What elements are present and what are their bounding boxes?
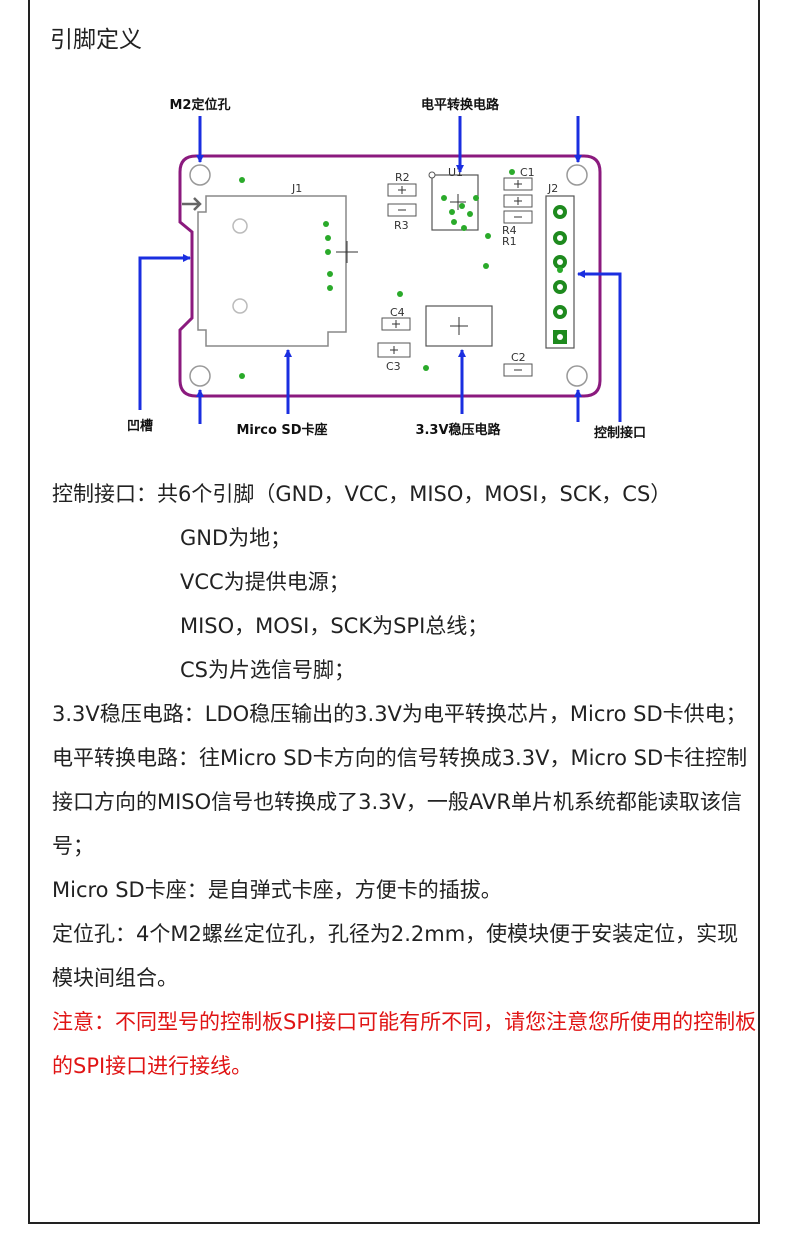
silk-r2: R2 [395,171,410,184]
via [473,195,479,201]
via [461,225,467,231]
via [459,203,465,209]
via [449,209,455,215]
silk-c3: C3 [386,360,401,373]
holes-description: 定位孔：4个M2螺丝定位孔，孔径为2.2mm，使模块便于安装定位，实现模块间组合… [52,922,739,990]
via [239,373,245,379]
silk-j1: J1 [291,182,302,195]
j2-pin-drill [557,334,563,340]
j2-pins [553,205,567,344]
j2-pin-drill [557,209,563,215]
section-heading: 引脚定义 [50,27,142,53]
sd-socket-hole-2 [232,298,248,314]
ic-pin1-mark [428,171,436,179]
via [485,233,491,239]
j2-pin-drill [557,284,563,290]
j2-pin-drill [557,309,563,315]
ctrl-port-title: 控制接口：共6个引脚（GND，VCC，MISO，MOSI，SCK，CS） [52,482,672,506]
via [509,169,515,175]
board-outline [178,154,602,398]
via [397,291,403,297]
label-m2-hole: M2定位孔 [170,97,231,113]
j2-pin-drill [557,259,563,265]
ctrl-gnd: GND为地； [180,526,292,550]
level-shift-description: 电平转换电路：往Micro SD卡方向的信号转换成3.3V，Micro SD卡往… [52,746,748,858]
description-block: 控制接口：共6个引脚（GND，VCC，MISO，MOSI，SCK，CS） GND… [52,472,757,1088]
via [423,365,429,371]
ctrl-spi: MISO，MOSI，SCK为SPI总线； [180,614,489,638]
sd-socket-hole-1 [232,218,248,234]
arrow-ctrl-port [577,270,622,422]
module-diagram: J1 U1 R2 R3 C1 R4 R1 C4 C3 C2 J2 [127,97,646,441]
warning-note: 注意：不同型号的控制板SPI接口可能有所不同，请您注意您所使用的控制板的SPI接… [52,1010,757,1078]
silk-r3: R3 [394,219,409,232]
mount-hole-top-right [566,164,588,186]
mount-hole-bottom-right [566,365,588,387]
silk-j2: J2 [547,182,558,195]
label-ctrl-port: 控制接口 [594,425,646,441]
label-groove: 凹槽 [127,418,153,434]
ctrl-cs: CS为片选信号脚； [180,658,355,682]
j2-header-outline [545,195,575,349]
silk-c4: C4 [390,306,405,319]
component-marks [390,180,522,371]
mount-hole-bottom-left [189,365,211,387]
ctrl-vcc: VCC为提供电源； [180,570,350,594]
card-insert-arrow-icon [182,197,202,211]
sd-socket-outline [197,195,347,347]
arrow-groove [138,254,191,410]
via [441,195,447,201]
via [557,267,563,273]
mount-hole-top-left [189,164,211,186]
content-frame [28,0,760,1224]
via [483,263,489,269]
via [467,211,473,217]
via [327,285,333,291]
silk-r1: R1 [502,235,517,248]
label-level-shift: 电平转换电路 [421,97,500,113]
ldo-description: 3.3V稳压电路：LDO稳压输出的3.3V为电平转换芯片，Micro SD卡供电… [52,702,747,726]
via [327,271,333,277]
sd-socket-description: Micro SD卡座：是自弹式卡座，方便卡的插拔。 [52,878,502,902]
via [325,235,331,241]
via [323,221,329,227]
label-ldo: 3.3V稳压电路 [415,422,501,438]
via [325,249,331,255]
silk-c2: C2 [511,351,526,364]
via [451,219,457,225]
vias [239,169,563,379]
silk-c1: C1 [520,166,535,179]
silk-r4: R4 [502,224,517,237]
via [239,177,245,183]
j2-pin-drill [557,235,563,241]
label-sd-socket: Mirco SD卡座 [236,422,327,438]
level-shifter-ic [431,174,479,231]
